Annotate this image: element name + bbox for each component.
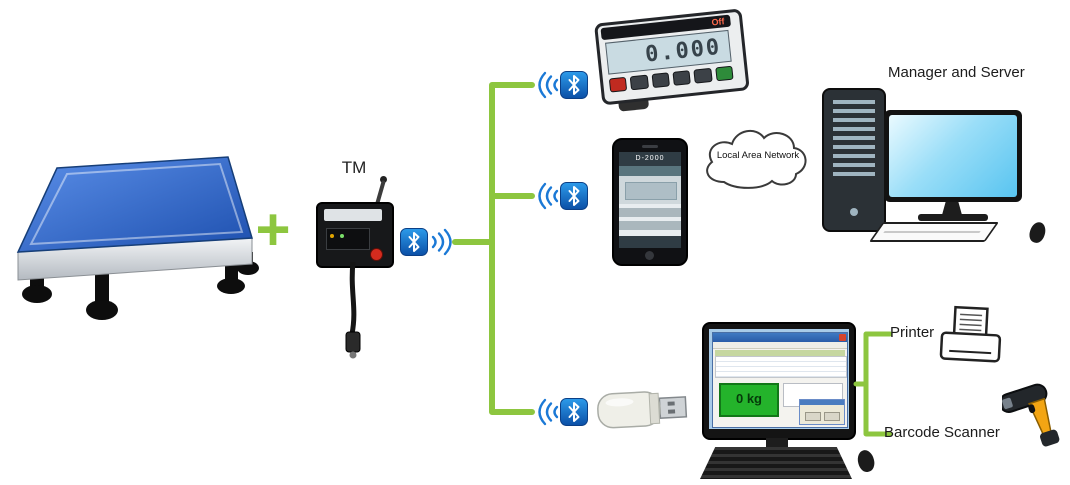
phone-screen: D-2000 [619,152,681,248]
tm-display-panel [326,228,370,250]
keyboard [700,447,852,479]
mouse [855,448,877,474]
indicator-key [608,76,628,93]
antenna-tip [380,176,387,183]
phone-app-title: D-2000 [619,152,681,166]
signal-waves-icon [538,182,559,210]
indicator-body: Off 0.000 [594,8,750,106]
monitor-base [918,214,988,221]
window-menubar [713,342,847,349]
keyboard [868,222,1000,242]
phone-app-row [619,208,681,217]
dialog-titlebar [800,400,844,405]
tm-transmitter [316,202,394,268]
records-grid [715,356,847,378]
barcode-scanner-icon [1002,383,1060,447]
manager-monitor [884,110,1022,202]
phone-earpiece [642,145,658,148]
keyboard-keys-row [883,231,981,233]
pc-monitor: 0 kg [702,322,856,440]
dialog-button [824,412,840,421]
signal-waves-icon [538,71,559,99]
grid-header [715,350,845,356]
indicator-key [693,67,713,84]
bluetooth-icon [400,228,428,256]
printer-icon [939,305,1002,363]
close-icon [839,334,846,341]
scale-platform-sheen [29,162,244,246]
indicator-key [651,72,670,89]
phone-home-button [645,251,654,260]
peripheral-bracket [853,331,893,437]
monitor-stand [766,438,788,448]
indicator-power-label: Off [710,16,725,28]
weighing-software-window: 0 kg [712,332,848,428]
phone-app-row [619,221,681,230]
tm-label: TM [341,158,367,177]
tm-power-button [370,248,383,261]
indicator-key [714,65,734,82]
scale-platform-top [16,156,253,253]
monitor-stand [942,202,962,215]
pc-monitor-screen: 0 kg [709,329,849,429]
manager-server-label: Manager and Server [888,64,1025,81]
signal-waves-icon [538,398,559,426]
server-vents [833,100,875,178]
platform-scale [16,156,259,320]
weighing-indicator: Off 0.000 [593,0,750,117]
dialog-button [805,412,821,421]
phone-weight-readout [625,182,677,200]
bluetooth-icon [560,71,588,99]
weight-readout: 0 kg [719,383,779,417]
tm-led-amber [330,234,334,238]
indicator-key [630,74,649,91]
popup-dialog [799,399,845,425]
tm-logo-strip [324,209,382,221]
manager-monitor-screen [889,115,1017,197]
plus-icon: + [255,196,291,263]
mouse [1027,220,1048,245]
bluetooth-icon [560,398,588,426]
phone-app-subheader [619,166,681,176]
window-titlebar [713,333,847,342]
smartphone: D-2000 [612,138,688,266]
printer-label: Printer [890,324,935,341]
server-power-button [850,208,858,216]
usb-dongle-icon [597,391,688,429]
barcode-scanner-label: Barcode Scanner [884,424,1000,441]
cloud-icon [706,129,807,189]
lan-label: Local Area Network [716,150,800,161]
server-tower [822,88,886,232]
phone-app-footer [619,236,681,248]
indicator-key [672,70,692,86]
bluetooth-icon [560,182,588,210]
connector-tree [452,82,535,415]
tm-led-green [340,234,344,238]
tm-cable [345,262,361,359]
